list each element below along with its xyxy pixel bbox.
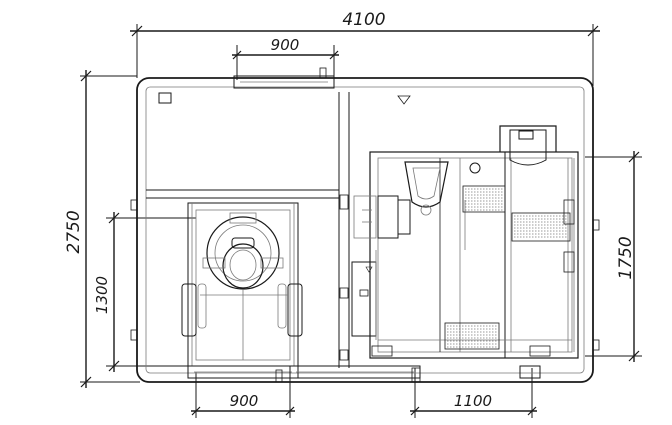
- central-partition: [338, 92, 350, 368]
- overall-depth-label: 2750: [64, 210, 84, 253]
- door-bottom-left-dimension: 900: [191, 372, 295, 418]
- overall-width-dimension: 4100: [130, 10, 600, 86]
- left-toilet-cabin: [181, 202, 303, 367]
- overall-width-label: 4100: [342, 10, 385, 30]
- right-inner-height-dimension: 1750: [585, 151, 642, 362]
- lobby-partition: [146, 189, 339, 199]
- ventilation-grilles: [444, 185, 571, 350]
- wall-fittings: [130, 194, 600, 361]
- overall-depth-dimension: 2750: [64, 70, 140, 388]
- left-inner-height-label: 1300: [93, 276, 111, 314]
- left-bottom-door: [187, 365, 299, 383]
- lobby-bottom-door: [289, 365, 421, 379]
- grille-frame: [444, 322, 500, 350]
- right-inner-height-label: 1750: [616, 236, 636, 279]
- grille-frame: [511, 212, 571, 242]
- sensor-box: [158, 92, 172, 104]
- right-bottom-door: [411, 365, 541, 383]
- right-bathroom: [351, 125, 579, 359]
- left-inner-height-dimension: 1300: [93, 212, 196, 372]
- door-top-dimension: 900: [232, 36, 339, 80]
- door-bottom-right-label: 1100: [454, 392, 492, 410]
- door-top-label: 900: [271, 36, 300, 54]
- door-bottom-right-dimension: 1100: [410, 368, 537, 418]
- vent-marker: [397, 95, 411, 105]
- top-door-frame: [233, 67, 335, 89]
- door-bottom-left-label: 900: [230, 392, 259, 410]
- grille-frame: [462, 185, 506, 213]
